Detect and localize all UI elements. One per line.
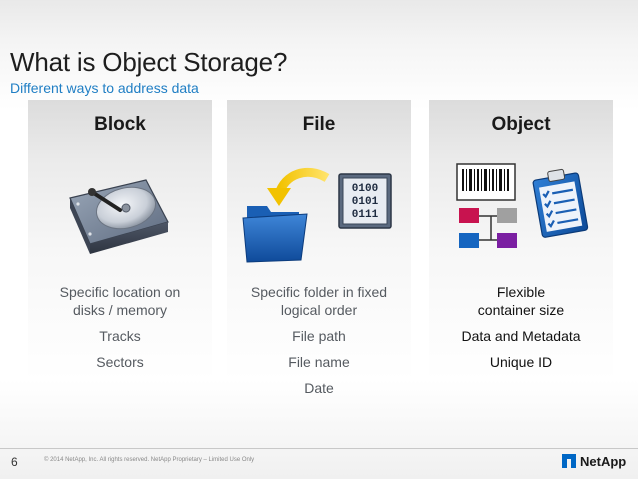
file-line-4: Date [304, 380, 334, 396]
object-column: Object [429, 100, 613, 381]
binary-row-3: 0111 [352, 209, 379, 221]
netapp-logo-mark-icon [562, 454, 576, 468]
file-line-3: File name [288, 354, 350, 370]
file-column: File 0100 0101 0111 Spec [227, 100, 411, 396]
object-heading: Object [491, 114, 551, 135]
block-line-2: Tracks [99, 328, 141, 344]
file-line-2: File path [292, 328, 346, 344]
slide-subtitle: Different ways to address data [10, 80, 199, 96]
block-column: Block Specifi [28, 100, 212, 381]
folder-with-binary-icon: 0100 0101 0111 [227, 158, 411, 268]
binary-row-2: 0101 [352, 196, 379, 208]
copyright-notice: © 2014 NetApp, Inc. All rights reserved.… [44, 457, 255, 463]
block-heading: Block [94, 114, 146, 135]
slide-title: What is Object Storage? [10, 47, 288, 77]
netapp-logo: NetApp [561, 452, 626, 470]
netapp-logo-text: NetApp [580, 453, 627, 469]
object-line-2: Data and Metadata [461, 328, 581, 344]
page-number: 6 [11, 455, 18, 469]
binary-row-1: 0100 [352, 183, 378, 195]
object-line-3: Unique ID [489, 354, 553, 370]
block-line-3: Sectors [96, 354, 144, 370]
hard-disk-icon [28, 158, 212, 268]
footer-divider [0, 448, 638, 449]
barcode-metadata-icon [429, 158, 613, 268]
file-heading: File [302, 114, 336, 135]
